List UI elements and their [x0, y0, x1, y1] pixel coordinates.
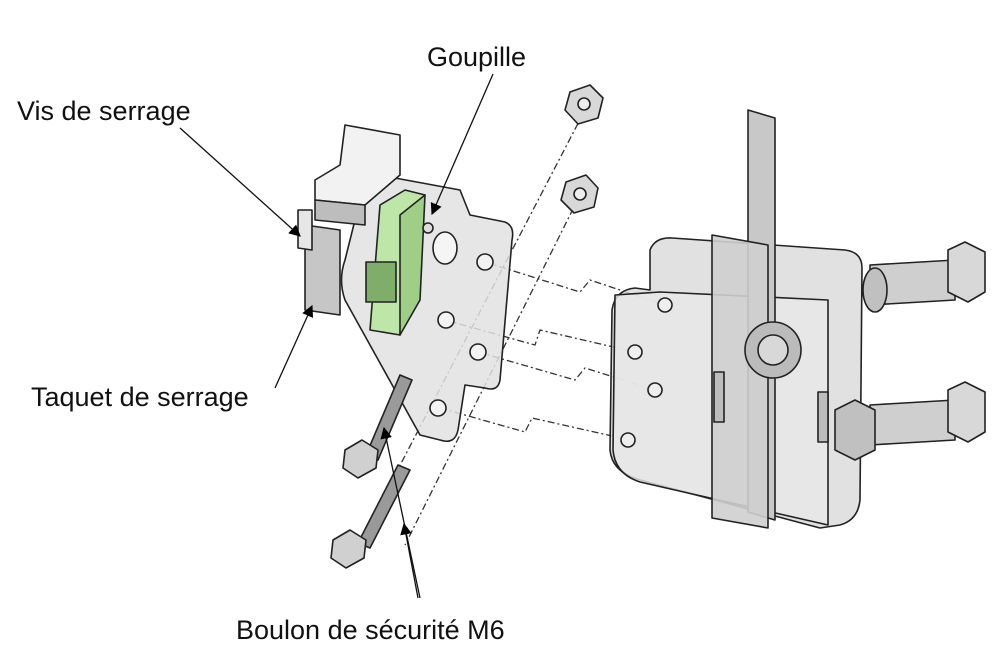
safety-bolts — [330, 374, 413, 569]
label-goupille: Goupille — [427, 42, 527, 72]
leader-goupille — [430, 73, 494, 216]
label-vis-de-serrage: Vis de serrage — [17, 96, 191, 126]
leader-taquet — [274, 304, 314, 389]
leader-boulon-1 — [380, 426, 421, 599]
nuts — [560, 84, 604, 214]
leader-lines — [179, 73, 494, 599]
housing-bolts — [834, 241, 986, 461]
clamp-block — [297, 124, 401, 316]
highlighted-lever — [365, 189, 458, 336]
bracket-plate — [340, 177, 514, 443]
leader-boulon-2 — [400, 522, 419, 599]
label-taquet-de-serrage: Taquet de serrage — [31, 382, 249, 412]
leader-vis-de-serrage — [179, 127, 301, 237]
housing — [609, 109, 863, 529]
label-boulon-de-securite: Boulon de sécurité M6 — [236, 615, 505, 645]
